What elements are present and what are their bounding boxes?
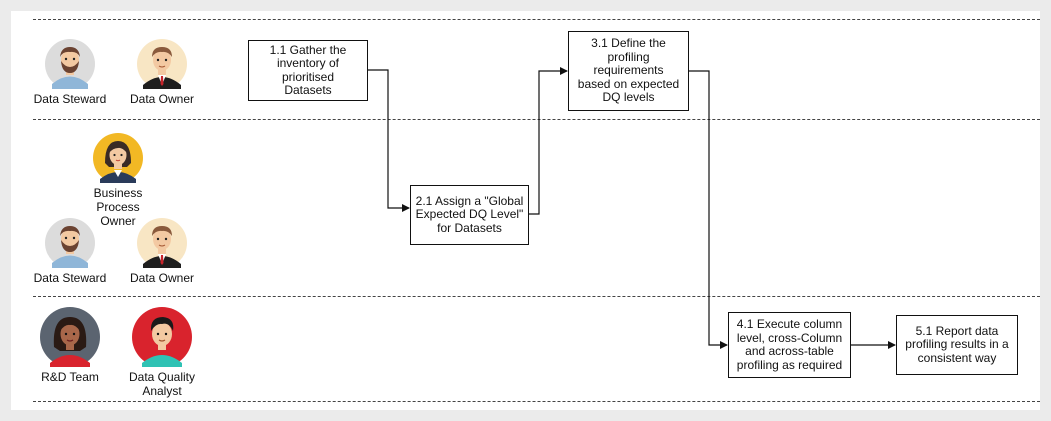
actor-data-steward: Data Steward bbox=[25, 39, 115, 106]
man-red-avatar-icon bbox=[132, 307, 192, 367]
actor-data-owner: Data Owner bbox=[117, 218, 207, 285]
man-suit-avatar-icon bbox=[137, 39, 187, 89]
woman-avatar-icon bbox=[93, 133, 143, 183]
actor-business-process-owner: Business Process Owner bbox=[73, 133, 163, 228]
actor-name: Data Steward bbox=[33, 92, 107, 106]
lane-divider bbox=[33, 19, 1040, 20]
actor-name: Data Quality Analyst bbox=[128, 370, 196, 398]
flow-arrow-2-to-3 bbox=[529, 67, 568, 215]
lane-divider bbox=[33, 401, 1040, 402]
lane-divider bbox=[33, 119, 1040, 120]
woman-dark-avatar-icon bbox=[40, 307, 100, 367]
actor-name: Data Steward bbox=[33, 271, 107, 285]
lane-divider bbox=[33, 296, 1040, 297]
swimlane-canvas: Data Steward Data Owner Busine bbox=[11, 11, 1040, 410]
actor-name: R&D Team bbox=[41, 370, 99, 384]
actor-rd-team: R&D Team bbox=[25, 307, 115, 384]
actor-name: Data Owner bbox=[129, 92, 195, 106]
step-box-4-1[interactable]: 4.1 Execute column level, cross-Column a… bbox=[728, 312, 851, 378]
man-suit-avatar-icon bbox=[137, 218, 187, 268]
step-box-2-1[interactable]: 2.1 Assign a "Global Expected DQ Level" … bbox=[410, 185, 529, 245]
man-beard-avatar-icon bbox=[45, 39, 95, 89]
actor-name: Data Owner bbox=[129, 271, 195, 285]
actor-data-steward: Data Steward bbox=[25, 218, 115, 285]
step-box-1-1[interactable]: 1.1 Gather the inventory of prioritised … bbox=[248, 40, 368, 101]
man-beard-avatar-icon bbox=[45, 218, 95, 268]
actor-name: Business Process Owner bbox=[93, 186, 143, 228]
step-box-5-1[interactable]: 5.1 Report data profiling results in a c… bbox=[896, 315, 1018, 375]
step-box-3-1[interactable]: 3.1 Define the profiling requirements ba… bbox=[568, 31, 689, 111]
flow-arrow-1-to-2 bbox=[368, 69, 410, 212]
flow-arrow-3-to-4 bbox=[689, 70, 728, 349]
actor-data-owner: Data Owner bbox=[117, 39, 207, 106]
actor-data-quality-analyst: Data Quality Analyst bbox=[117, 307, 207, 398]
